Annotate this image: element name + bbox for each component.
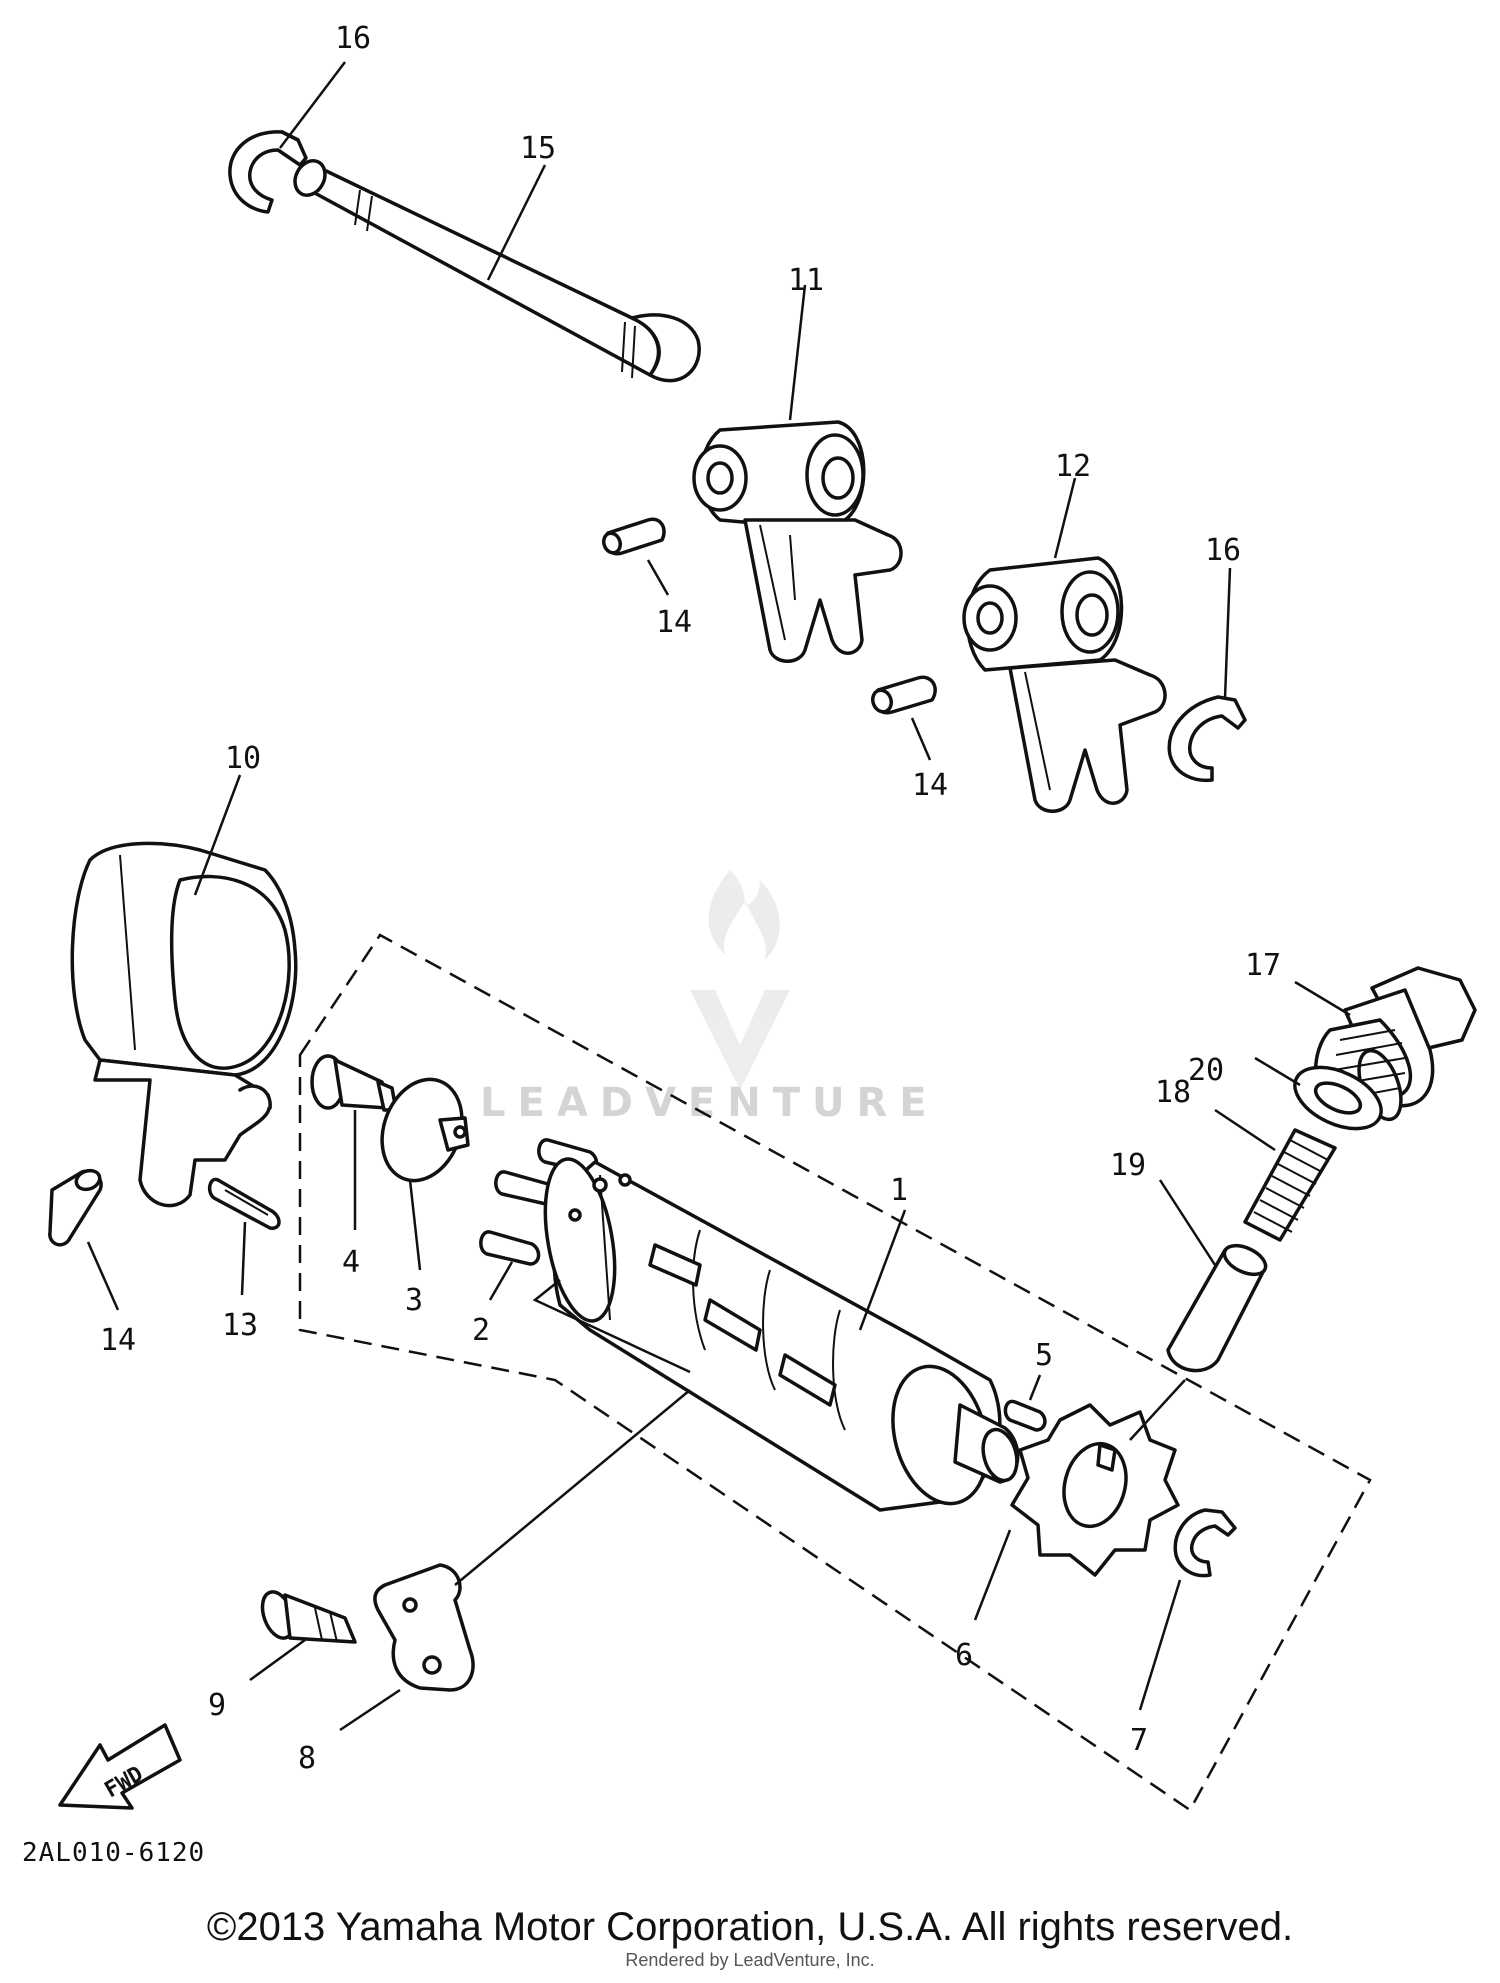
callout-14-a: 14	[656, 605, 692, 640]
leader-8-box	[454, 1389, 691, 1586]
leader-19	[1158, 1179, 1217, 1266]
part-14-pin-b	[870, 675, 937, 715]
callout-16-top: 16	[335, 21, 371, 56]
callout-7: 7	[1130, 1723, 1148, 1758]
leader-16-top	[279, 61, 346, 149]
callout-3: 3	[405, 1283, 423, 1318]
part-5-dowel	[1003, 1399, 1047, 1432]
copyright-notice: ©2013 Yamaha Motor Corporation, U.S.A. A…	[206, 1905, 1294, 1949]
leader-17	[1294, 980, 1351, 1017]
leader-18	[1214, 1108, 1276, 1152]
part-19-stopper-pin	[1166, 1243, 1268, 1373]
leader-1	[858, 1209, 907, 1331]
part-9-bolt	[260, 1590, 357, 1644]
part-3-plate	[380, 1077, 470, 1183]
part-20-washer	[1293, 1065, 1383, 1131]
leader-14-b	[910, 717, 932, 761]
drawing-code: 2AL010-6120	[22, 1838, 206, 1868]
callout-9: 9	[208, 1688, 226, 1723]
part-13-cotter-pin	[207, 1177, 281, 1230]
leader-7	[1138, 1579, 1182, 1711]
callout-17: 17	[1245, 948, 1281, 983]
callout-18: 18	[1155, 1075, 1191, 1110]
leader-10	[193, 774, 242, 896]
fwd-arrow-icon: FWD	[58, 1723, 182, 1810]
callout-1: 1	[890, 1173, 908, 1208]
leader-5	[1028, 1374, 1042, 1401]
callout-8: 8	[298, 1741, 316, 1776]
callout-20: 20	[1188, 1053, 1224, 1088]
leader-19-to-6	[1129, 1379, 1186, 1441]
callout-4: 4	[342, 1245, 360, 1280]
callout-11: 11	[788, 263, 824, 298]
leader-2	[488, 1261, 514, 1301]
part-8-segment	[373, 1563, 475, 1692]
part-16-circlip-top	[228, 130, 308, 214]
leader-6	[973, 1529, 1012, 1621]
watermark-text: LEADVENTURE	[480, 1080, 939, 1126]
part-4-screw	[310, 1054, 398, 1112]
part-14-pin-c	[48, 1168, 103, 1247]
leader-12	[1053, 477, 1077, 559]
watermark-logo	[690, 870, 790, 1090]
callout-6: 6	[955, 1638, 973, 1673]
leader-9	[249, 1638, 306, 1682]
part-6-star-plate	[1010, 1403, 1180, 1577]
callout-14-b: 14	[912, 768, 948, 803]
callout-12: 12	[1055, 449, 1091, 484]
callout-5: 5	[1035, 1338, 1053, 1373]
leader-15	[486, 164, 547, 281]
part-1-shift-drum	[543, 1157, 1020, 1512]
leader-20	[1254, 1056, 1301, 1087]
rendered-by-notice: Rendered by LeadVenture, Inc.	[625, 1950, 875, 1970]
part-18-spring	[1243, 1128, 1337, 1242]
leader-16-right	[1223, 567, 1232, 699]
part-15-shaft	[293, 159, 701, 383]
part-10-shift-fork	[70, 841, 298, 1208]
part-11-shift-fork	[692, 420, 903, 663]
part-7-circlip	[1173, 1508, 1237, 1578]
part-16-circlip-right	[1167, 695, 1247, 783]
callout-13: 13	[222, 1308, 258, 1343]
leader-3	[408, 1179, 422, 1271]
leader-1-pin	[532, 1279, 691, 1374]
leader-14-c	[86, 1241, 120, 1311]
leader-14-a	[646, 559, 670, 596]
callout-15: 15	[520, 131, 556, 166]
callout-2: 2	[472, 1313, 490, 1348]
leader-13	[240, 1221, 247, 1296]
part-12-shift-fork	[962, 556, 1167, 813]
leader-11	[788, 284, 807, 421]
callout-14-c: 14	[100, 1323, 136, 1358]
leader-8	[339, 1688, 401, 1732]
assembly-outline-1	[298, 933, 1372, 1812]
callout-16-right: 16	[1205, 533, 1241, 568]
callout-10: 10	[225, 741, 261, 776]
callout-19: 19	[1110, 1148, 1146, 1183]
part-14-pin-a	[601, 517, 666, 556]
